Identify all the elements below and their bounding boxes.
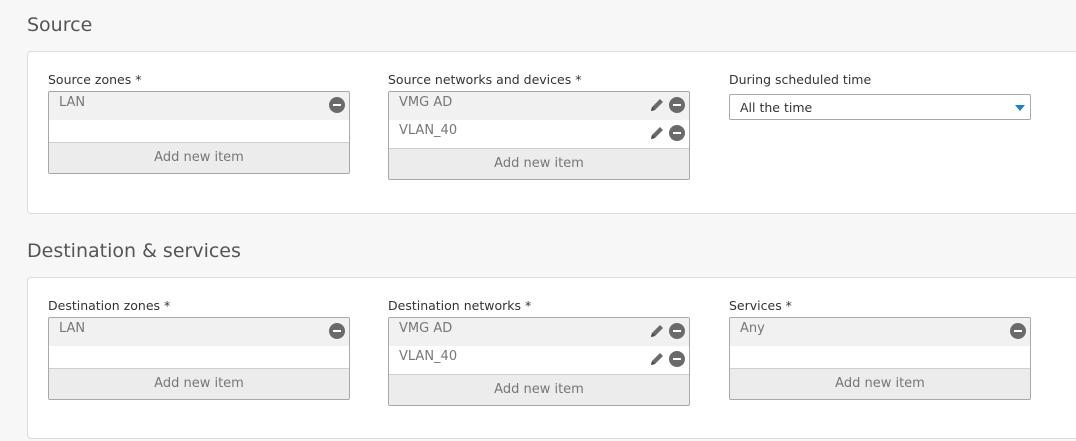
schedule-field: During scheduled time bbox=[729, 71, 1031, 91]
list-empty-row bbox=[49, 346, 349, 368]
list-item-label: VMG AD bbox=[399, 95, 453, 110]
list-item[interactable]: LAN bbox=[49, 318, 349, 346]
source-section-title: Source bbox=[27, 14, 93, 36]
list-item-label: VLAN_40 bbox=[399, 349, 458, 364]
list-empty-row bbox=[49, 120, 349, 142]
pencil-icon[interactable] bbox=[649, 351, 665, 367]
source-networks-field: Source networks and devices * VMG AD VLA… bbox=[388, 71, 690, 180]
add-new-item-button[interactable]: Add new item bbox=[389, 148, 689, 179]
list-item[interactable]: VLAN_40 bbox=[389, 346, 689, 374]
remove-icon[interactable] bbox=[329, 323, 345, 339]
destination-networks-field: Destination networks * VMG AD VLAN_40 Ad… bbox=[388, 297, 690, 406]
services-field: Services * Any Add new item bbox=[729, 297, 1031, 400]
caret-down-icon[interactable] bbox=[1015, 105, 1025, 111]
destination-zones-label: Destination zones * bbox=[48, 298, 171, 313]
schedule-select[interactable]: All the time bbox=[729, 94, 1031, 120]
source-zones-field: Source zones * LAN Add new item bbox=[48, 71, 350, 174]
list-item-label: LAN bbox=[59, 321, 86, 336]
schedule-value: All the time bbox=[740, 100, 813, 115]
list-item[interactable]: VLAN_40 bbox=[389, 120, 689, 148]
remove-icon[interactable] bbox=[669, 97, 685, 113]
destination-networks-label: Destination networks * bbox=[388, 298, 532, 313]
source-networks-label: Source networks and devices * bbox=[388, 72, 582, 87]
source-panel: Source zones * LAN Add new item Source n… bbox=[27, 51, 1076, 214]
list-item-label: LAN bbox=[59, 95, 86, 110]
list-item[interactable]: LAN bbox=[49, 92, 349, 120]
pencil-icon[interactable] bbox=[649, 97, 665, 113]
list-item[interactable]: Any bbox=[730, 318, 1030, 346]
services-label: Services * bbox=[729, 298, 792, 313]
list-item-label: VLAN_40 bbox=[399, 123, 458, 138]
list-item-label: Any bbox=[740, 321, 765, 336]
remove-icon[interactable] bbox=[669, 323, 685, 339]
list-empty-row bbox=[730, 346, 1030, 368]
remove-icon[interactable] bbox=[329, 97, 345, 113]
destination-zones-field: Destination zones * LAN Add new item bbox=[48, 297, 350, 400]
destination-zones-list: LAN Add new item bbox=[48, 317, 350, 400]
destination-section-title: Destination & services bbox=[27, 240, 241, 262]
source-networks-list: VMG AD VLAN_40 Add new item bbox=[388, 91, 690, 180]
remove-icon[interactable] bbox=[1010, 323, 1026, 339]
add-new-item-button[interactable]: Add new item bbox=[49, 142, 349, 173]
add-new-item-button[interactable]: Add new item bbox=[389, 374, 689, 405]
services-list: Any Add new item bbox=[729, 317, 1031, 400]
pencil-icon[interactable] bbox=[649, 323, 665, 339]
destination-networks-list: VMG AD VLAN_40 Add new item bbox=[388, 317, 690, 406]
add-new-item-button[interactable]: Add new item bbox=[49, 368, 349, 399]
source-zones-label: Source zones * bbox=[48, 72, 142, 87]
list-item[interactable]: VMG AD bbox=[389, 318, 689, 346]
source-zones-list: LAN Add new item bbox=[48, 91, 350, 174]
schedule-label: During scheduled time bbox=[729, 72, 872, 87]
list-item[interactable]: VMG AD bbox=[389, 92, 689, 120]
add-new-item-button[interactable]: Add new item bbox=[730, 368, 1030, 399]
remove-icon[interactable] bbox=[669, 125, 685, 141]
destination-panel: Destination zones * LAN Add new item Des… bbox=[27, 277, 1076, 439]
list-item-label: VMG AD bbox=[399, 321, 453, 336]
pencil-icon[interactable] bbox=[649, 125, 665, 141]
remove-icon[interactable] bbox=[669, 351, 685, 367]
